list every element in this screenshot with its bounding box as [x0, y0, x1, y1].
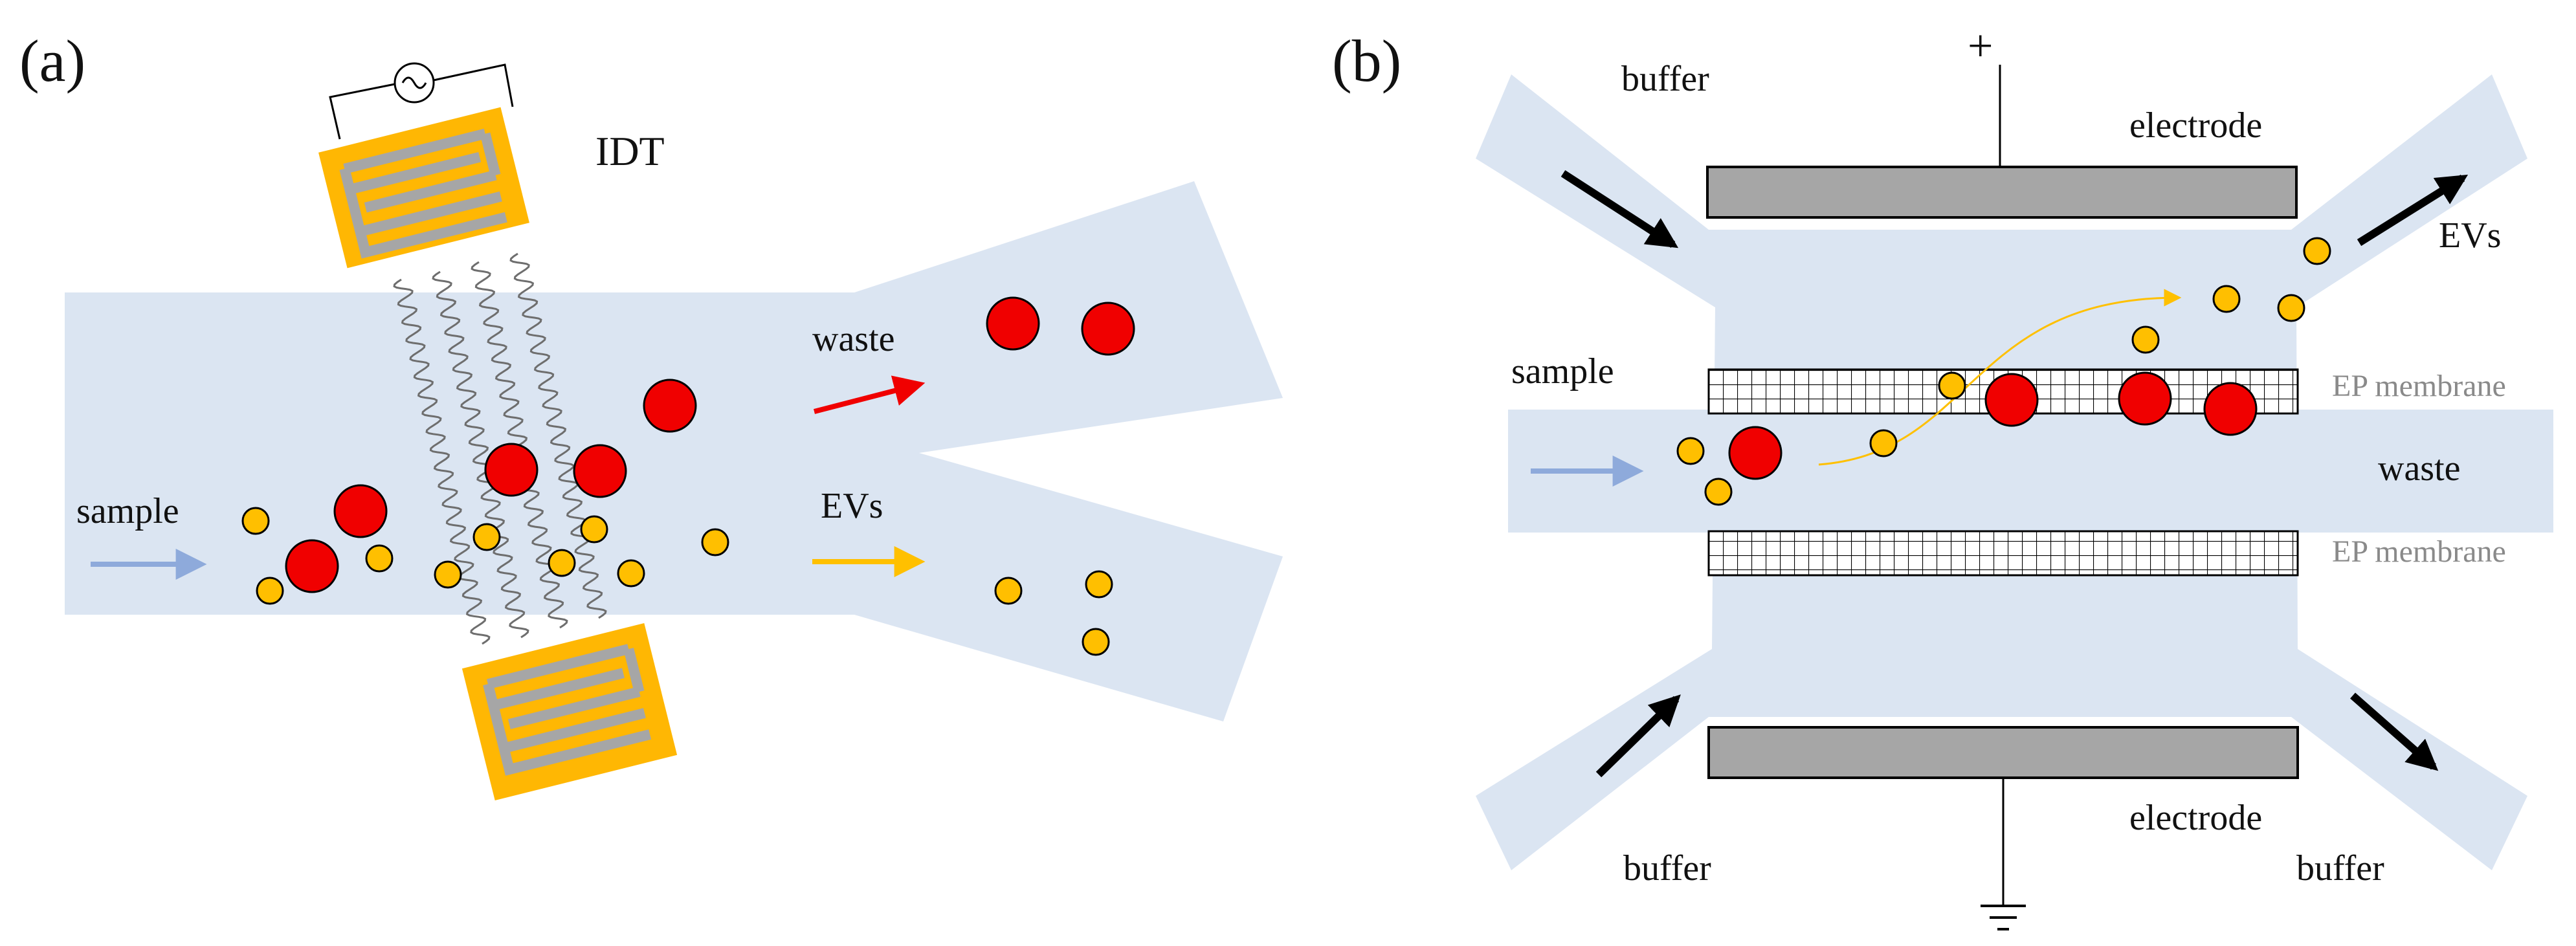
small-particle	[1082, 628, 1110, 656]
small-particle	[2212, 285, 2241, 313]
panel-b-label: (b)	[1332, 28, 1401, 94]
buffer-label-top-left: buffer	[1621, 59, 1709, 99]
large-particle	[643, 379, 697, 433]
electrode-label-top: electrode	[2129, 105, 2262, 146]
small-particle	[617, 559, 645, 588]
sample-label-b: sample	[1511, 351, 1614, 391]
electrode-label-bottom: electrode	[2129, 798, 2262, 838]
large-particle	[1728, 426, 1782, 480]
idt-label: IDT	[595, 128, 665, 174]
waste-label: waste	[812, 319, 895, 359]
evs-outlet-channel	[854, 453, 1283, 721]
acoustic-wave	[509, 252, 607, 619]
evs-label: EVs	[821, 486, 883, 526]
small-particle	[548, 549, 576, 577]
small-particle	[2131, 325, 2160, 354]
small-particle	[1676, 437, 1705, 465]
sample-label: sample	[76, 491, 179, 531]
particles-a	[241, 296, 1135, 656]
idt-fingers	[483, 644, 652, 776]
buffer-label-bottom-left: buffer	[1623, 848, 1711, 888]
panel-a-label: (a)	[19, 28, 85, 94]
large-particle	[1081, 302, 1135, 356]
acoustic-wave	[393, 278, 491, 645]
ac-sine-glyph	[401, 76, 427, 89]
buffer-in-arrow-bottom	[1595, 694, 1681, 778]
small-particle	[701, 528, 729, 556]
panel-b-channel	[1476, 74, 2553, 870]
buffer-out-arrow	[2350, 692, 2439, 771]
wire-right	[433, 63, 514, 107]
waste-outlet-channel	[854, 181, 1283, 453]
large-particle	[285, 539, 339, 593]
evs-out-arrow	[2357, 174, 2469, 247]
small-particle	[434, 560, 462, 589]
small-particle	[1869, 429, 1898, 457]
electrode-top	[1706, 166, 2298, 219]
small-particle	[1085, 570, 1113, 599]
small-particle	[580, 515, 608, 544]
waste-label-b: waste	[2378, 448, 2461, 489]
small-particle	[1938, 371, 1966, 400]
small-particle	[241, 507, 270, 535]
large-particle	[484, 443, 539, 497]
ep-membrane-label-top: EP membrane	[2332, 369, 2506, 403]
idt-top	[318, 107, 529, 269]
small-particle	[365, 544, 394, 573]
ground-icon	[1981, 905, 2026, 930]
wire-left	[329, 83, 395, 140]
large-particle	[986, 296, 1040, 351]
small-particle	[2303, 237, 2331, 265]
small-particle	[256, 577, 284, 605]
waste-arrow	[813, 375, 926, 414]
acoustic-wave	[432, 270, 529, 639]
panel-a: (a) IDT	[19, 28, 1283, 800]
large-particle	[2118, 371, 2172, 426]
idt-bottom	[461, 623, 678, 800]
particles-b	[1676, 237, 2331, 506]
small-particle	[1704, 478, 1733, 506]
small-particle	[472, 523, 501, 551]
large-particle	[333, 484, 388, 538]
panel-b: (b) +	[1332, 21, 2553, 930]
large-particle	[573, 444, 627, 498]
large-particle	[2203, 382, 2258, 436]
positive-terminal-label: +	[1968, 21, 1993, 71]
buffer-label-bottom-right: buffer	[2296, 848, 2384, 888]
ac-source-circuit	[329, 62, 514, 140]
evs-label-b: EVs	[2439, 215, 2501, 256]
ep-membrane-label-bottom: EP membrane	[2332, 534, 2506, 569]
electrode-bottom	[1707, 726, 2299, 779]
ep-membrane-bottom	[1707, 530, 2299, 577]
idt-fingers	[339, 128, 507, 259]
small-particle	[994, 577, 1023, 605]
large-particle	[1984, 373, 2039, 427]
small-particle	[2277, 294, 2305, 322]
waste-channel	[1508, 410, 2553, 533]
buffer-in-arrow-top	[1560, 170, 1679, 248]
